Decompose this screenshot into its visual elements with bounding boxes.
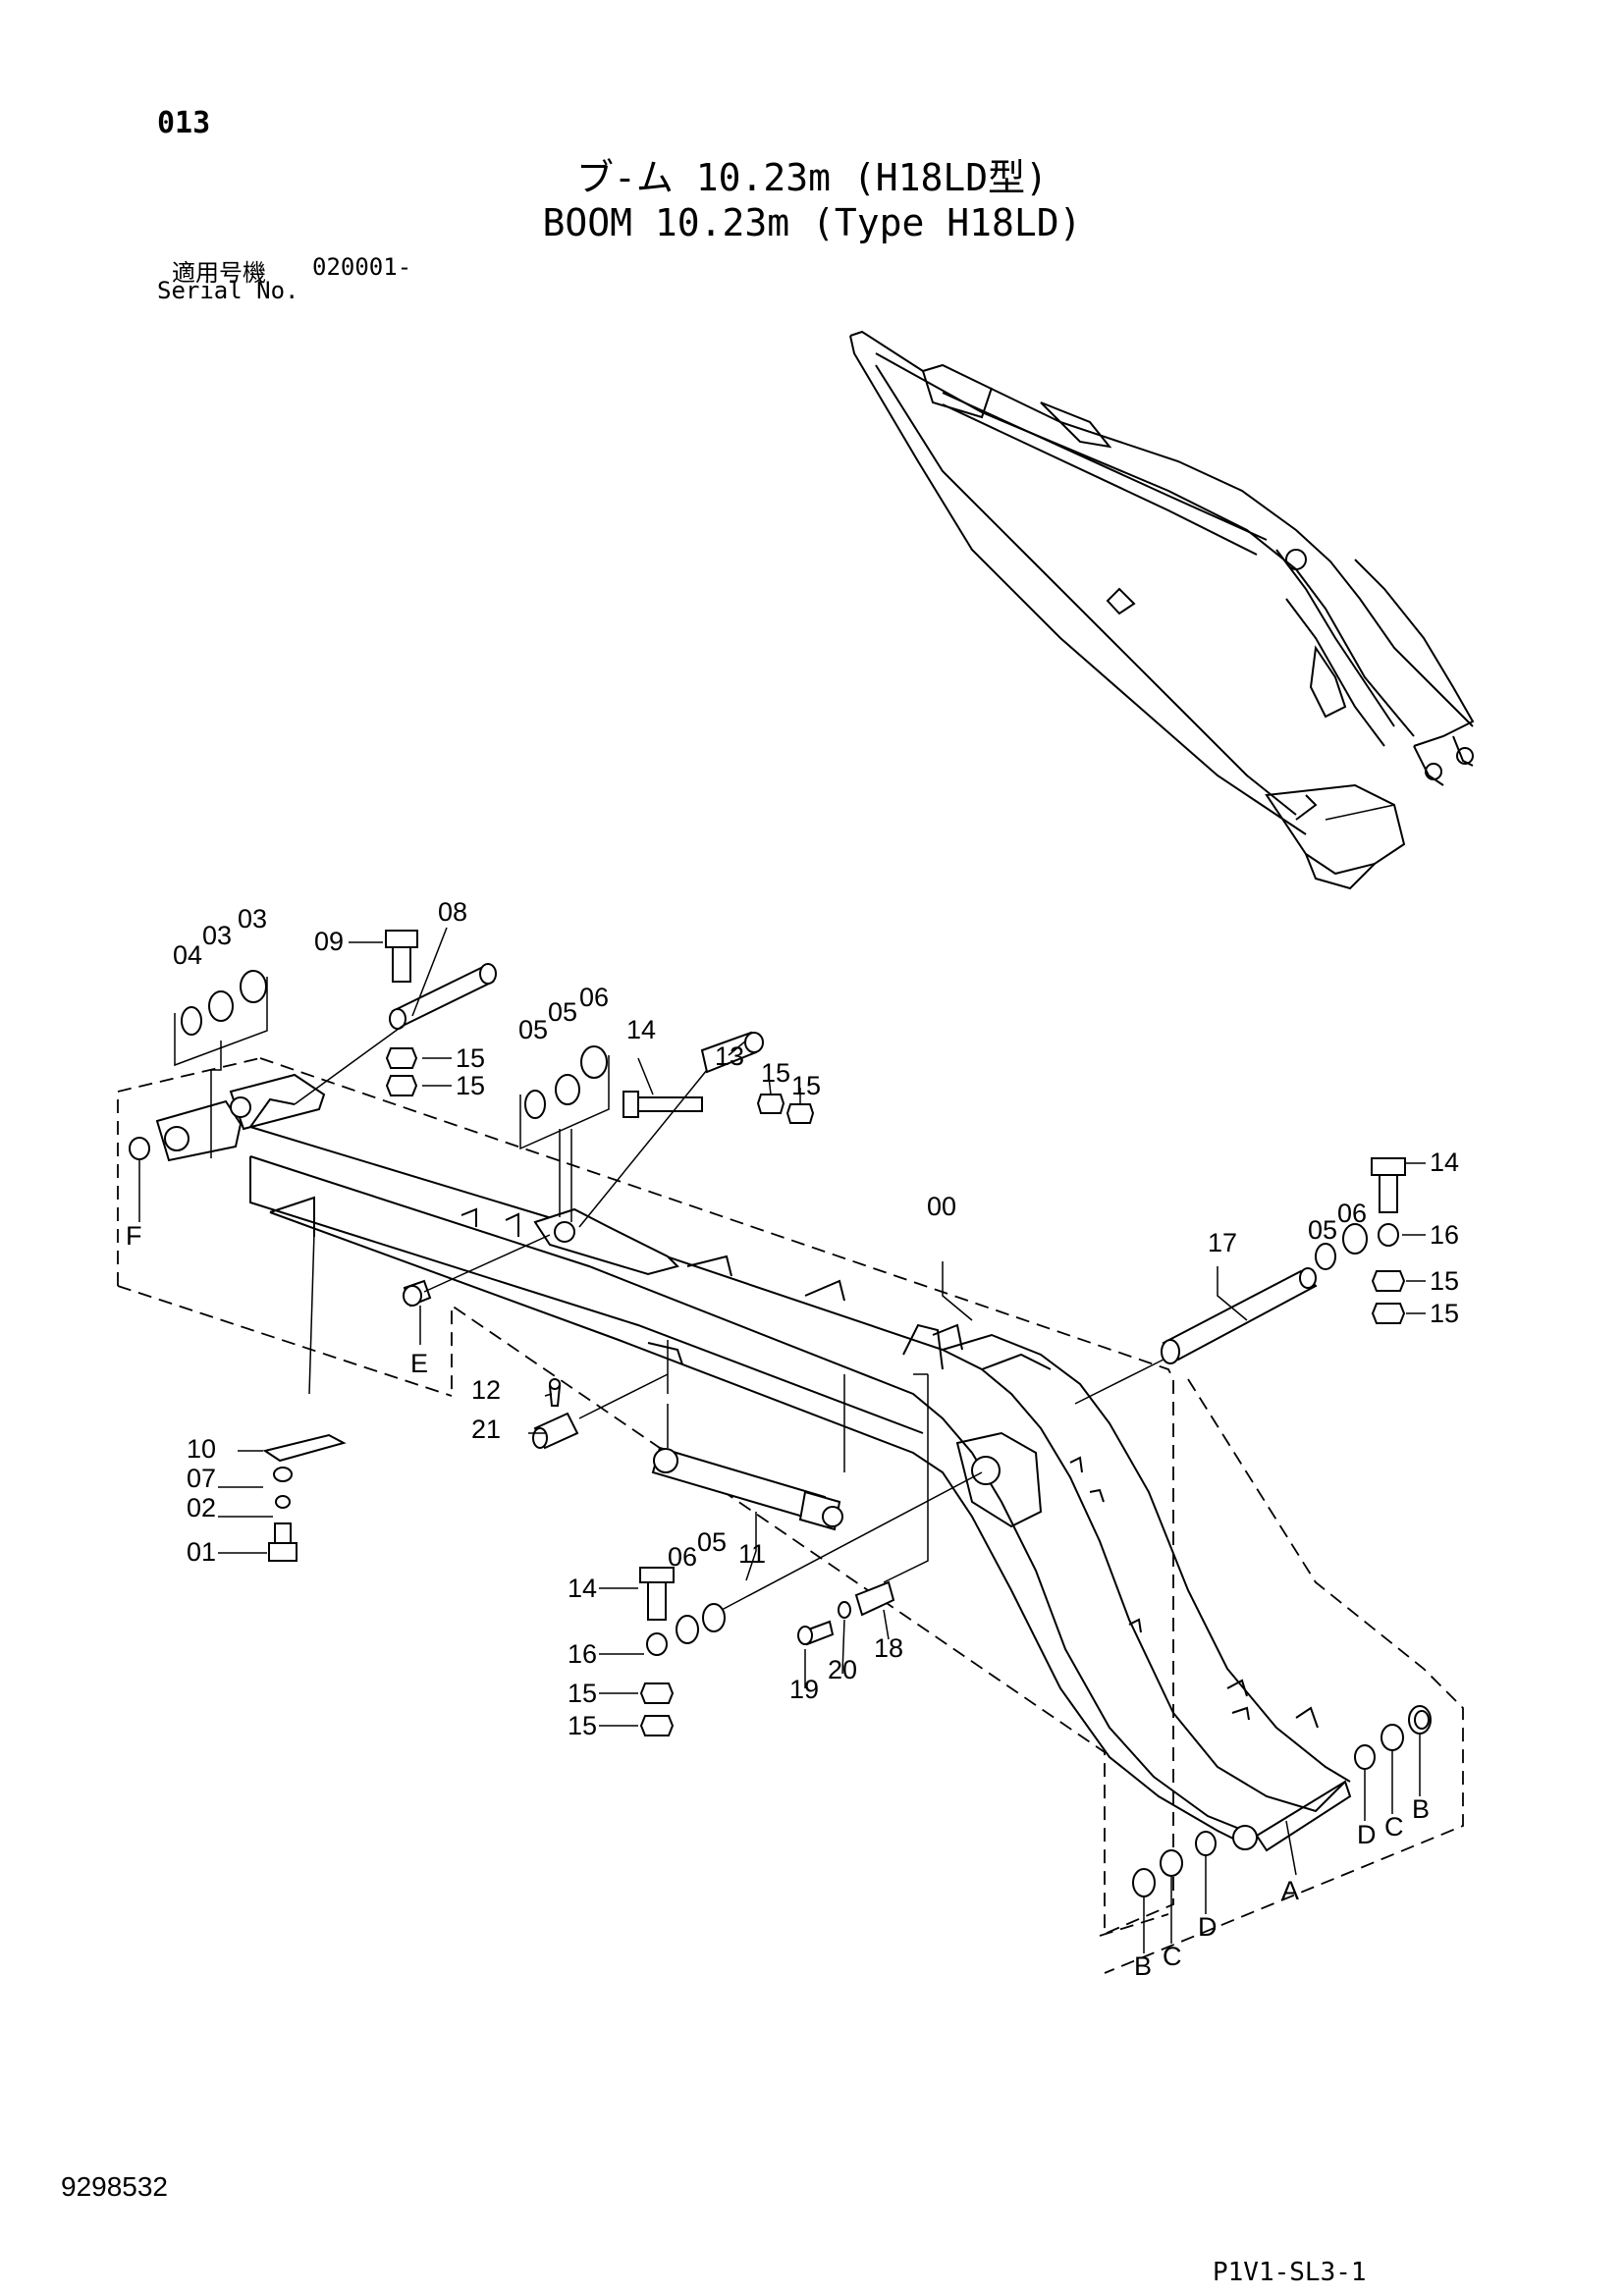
middle-pin-group [578, 1031, 815, 1228]
callout-06: 06 [668, 1542, 697, 1572]
page-number: 013 [157, 106, 211, 140]
callout-20: 20 [828, 1655, 857, 1684]
callout-05: 05 [548, 997, 577, 1027]
serial-label-english: Serial No. [157, 277, 299, 304]
base-pin-detail [262, 1231, 347, 1562]
callout-D: D [1357, 1820, 1377, 1849]
callout-C: C [1384, 1812, 1404, 1842]
serial-number-value: 020001- [312, 253, 412, 281]
lower-pin-group [639, 1471, 983, 1736]
bushings-e-f [129, 1137, 551, 1345]
overview-boom-arm-illustration [849, 330, 1475, 890]
callout-10: 10 [187, 1434, 216, 1464]
callout-03: 03 [202, 921, 232, 950]
callout-15: 15 [456, 1071, 485, 1100]
title-english: BOOM 10.23m (Type H18LD) [542, 201, 1082, 244]
callout-06: 06 [579, 983, 609, 1012]
serial-label-japanese: 適用号機 [172, 259, 266, 287]
callout-05: 05 [697, 1527, 727, 1557]
title-japanese: ブ-ム 10.23m (H18LD型) [575, 156, 1049, 199]
callout-05: 05 [518, 1015, 548, 1044]
callout-07: 07 [187, 1464, 216, 1493]
callout-14: 14 [568, 1574, 597, 1603]
callout-C: C [1163, 1942, 1182, 1971]
callout-06: 06 [1337, 1199, 1367, 1228]
callout-17: 17 [1208, 1228, 1237, 1257]
small-parts [532, 1373, 929, 1646]
boom-cylinder [651, 1404, 843, 1531]
callout-labels: 04 03 03 09 08 15 15 05 05 06 14 13 15 1… [126, 897, 1459, 1981]
callout-21: 21 [471, 1415, 501, 1444]
callout-08: 08 [438, 897, 467, 927]
callout-E: E [410, 1349, 428, 1378]
leader-lines [218, 927, 1426, 1727]
callout-16: 16 [1430, 1220, 1459, 1250]
callout-00: 00 [927, 1192, 956, 1221]
callout-15: 15 [761, 1058, 790, 1088]
callout-02: 02 [187, 1493, 216, 1522]
callout-F: F [126, 1221, 142, 1251]
callout-12: 12 [471, 1375, 501, 1405]
callout-14: 14 [626, 1015, 656, 1044]
callout-16: 16 [568, 1639, 597, 1669]
callout-19: 19 [789, 1675, 819, 1704]
callout-A: A [1281, 1876, 1299, 1905]
callout-15: 15 [1430, 1299, 1459, 1328]
callout-14: 14 [1430, 1148, 1459, 1177]
right-pin-group [1074, 1157, 1406, 1405]
washer-groups [174, 970, 610, 1222]
callout-15: 15 [791, 1071, 821, 1100]
callout-13: 13 [715, 1041, 744, 1071]
assembly-boundaries [117, 1057, 1464, 1974]
document-number: 9298532 [61, 2171, 169, 2202]
callout-15: 15 [568, 1711, 597, 1740]
foot-pin-bushings [1132, 1705, 1432, 1953]
callout-B: B [1412, 1794, 1430, 1824]
callout-B: B [1134, 1951, 1152, 1981]
callout-15: 15 [568, 1679, 597, 1708]
callout-09: 09 [314, 927, 344, 956]
callout-18: 18 [874, 1633, 903, 1663]
callout-11: 11 [738, 1539, 766, 1569]
callout-D: D [1198, 1912, 1218, 1942]
sheet-code: P1V1-SL3-1 [1213, 2258, 1367, 2287]
boom-structure [155, 1073, 1352, 1852]
callout-04: 04 [173, 940, 202, 970]
top-pin-group [294, 930, 497, 1105]
callout-01: 01 [187, 1537, 216, 1567]
callout-15: 15 [456, 1043, 485, 1073]
callout-03: 03 [238, 904, 267, 934]
callout-05: 05 [1308, 1215, 1337, 1245]
callout-15: 15 [1430, 1266, 1459, 1296]
